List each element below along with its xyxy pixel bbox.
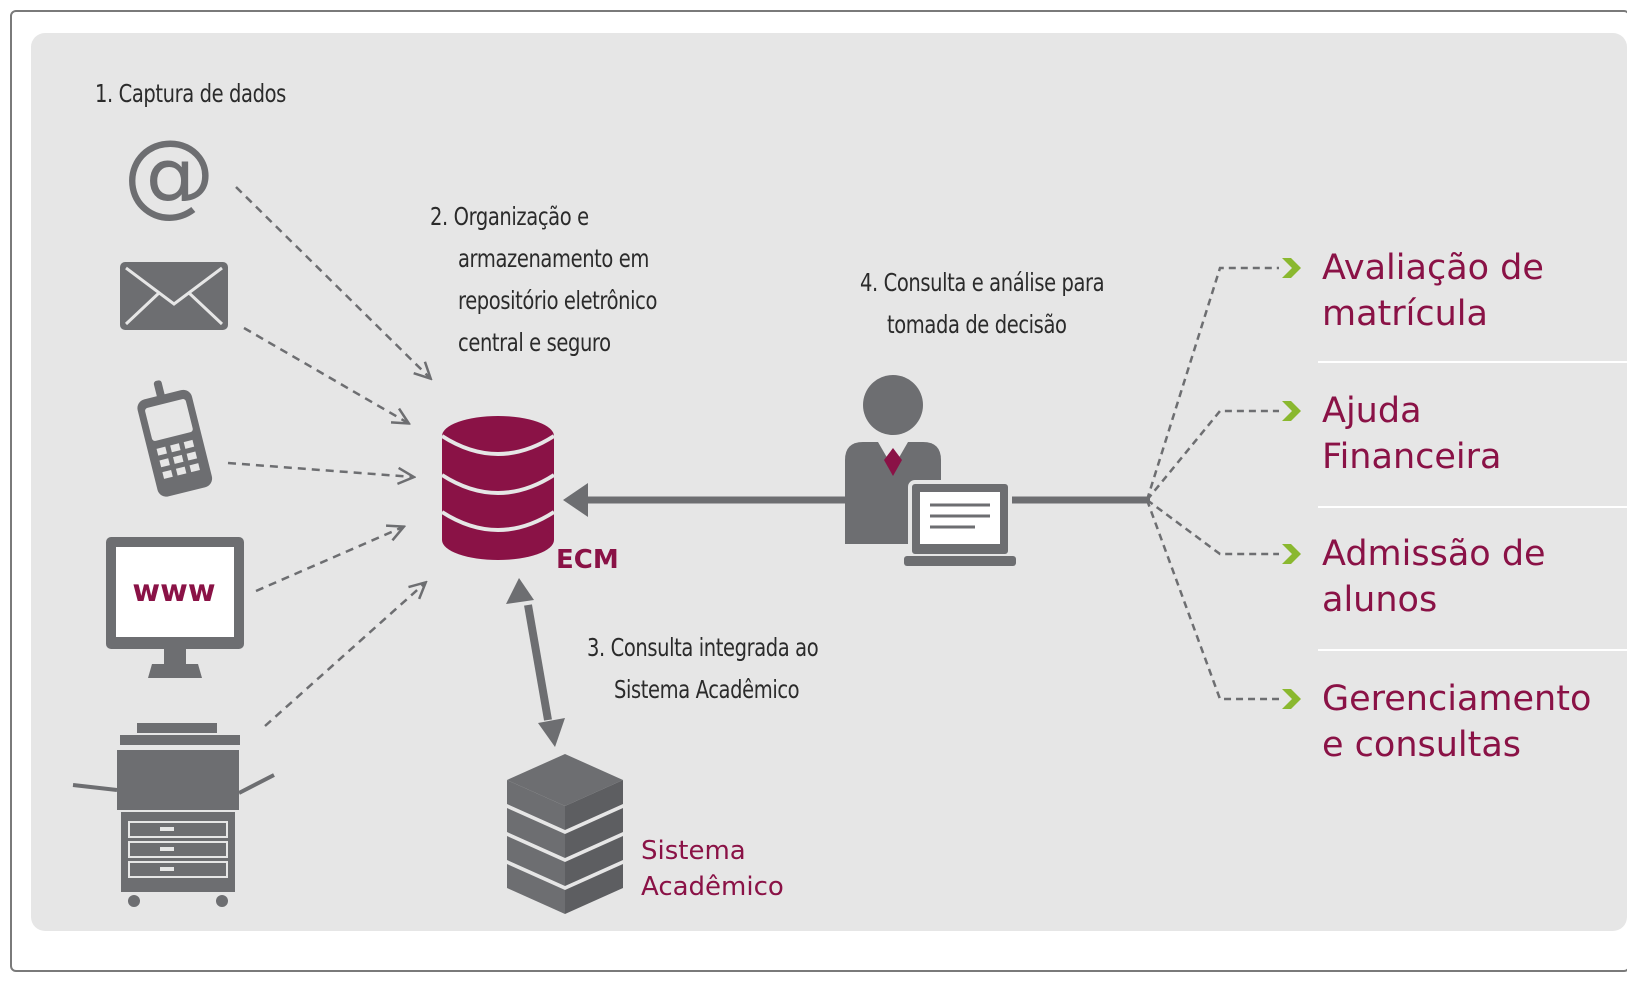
step3-line-2: Sistema Acadêmico: [614, 675, 800, 704]
outcome-line-2: matrícula: [1322, 294, 1488, 334]
svg-text:@: @: [123, 120, 215, 227]
ecm-label: ECM: [556, 545, 619, 575]
web-monitor-icon: www: [106, 537, 244, 678]
step4-line-1: 4. Consulta e análise para: [860, 268, 1105, 297]
outcome-separator: [1318, 506, 1627, 508]
step2-line-3: repositório eletrônico: [458, 286, 658, 315]
step4-line-2: tomada de decisão: [887, 310, 1067, 339]
outcome-line-1: Avaliação de: [1322, 248, 1544, 288]
outcome-line-2: alunos: [1322, 580, 1438, 620]
step2-line-4: central e seguro: [458, 328, 611, 357]
diagram-panel: [31, 33, 1627, 931]
outcome-branches: [1145, 266, 1279, 701]
copier-icon: [72, 723, 275, 907]
sistema-academico-line-1: Sistema: [641, 836, 746, 866]
step2-line-2: armazenamento em: [458, 244, 649, 273]
sistema-academico-line-2: Acadêmico: [641, 872, 784, 902]
www-label: www: [132, 574, 215, 609]
outcome-line-1: Gerenciamento: [1322, 679, 1592, 719]
mobile-phone-icon: [137, 380, 213, 497]
outcome-line-1: Ajuda: [1322, 391, 1422, 431]
sistema-academico-server-icon: [507, 754, 623, 914]
outcome-line-2: Financeira: [1322, 437, 1502, 477]
outcome-avaliacao-matricula: Avaliação de matrícula: [1322, 245, 1544, 337]
capture-arrows: [227, 186, 430, 727]
outcome-gerenciamento-consultas: Gerenciamento e consultas: [1322, 676, 1591, 768]
outcome-line-1: Admissão de: [1322, 534, 1546, 574]
sistema-academico-label: Sistema Acadêmico: [641, 833, 784, 905]
outcome-admissao-alunos: Admissão de alunos: [1322, 531, 1546, 623]
integration-arrow: [506, 578, 565, 747]
at-sign-icon: @: [123, 120, 215, 227]
outcome-ajuda-financeira: Ajuda Financeira: [1322, 388, 1501, 480]
outcome-separator: [1318, 649, 1627, 651]
outcome-line-2: e consultas: [1322, 725, 1522, 765]
ecm-database-icon: [440, 416, 556, 560]
step3-line-1: 3. Consulta integrada ao: [587, 633, 819, 662]
step1-label: 1. Captura de dados: [95, 79, 286, 108]
user-laptop-icon: [845, 375, 1016, 566]
outcome-arrowheads: [1282, 258, 1301, 709]
step2-line-1: 2. Organização e: [430, 202, 589, 231]
outcome-separator: [1318, 361, 1627, 363]
envelope-icon: [120, 262, 228, 330]
